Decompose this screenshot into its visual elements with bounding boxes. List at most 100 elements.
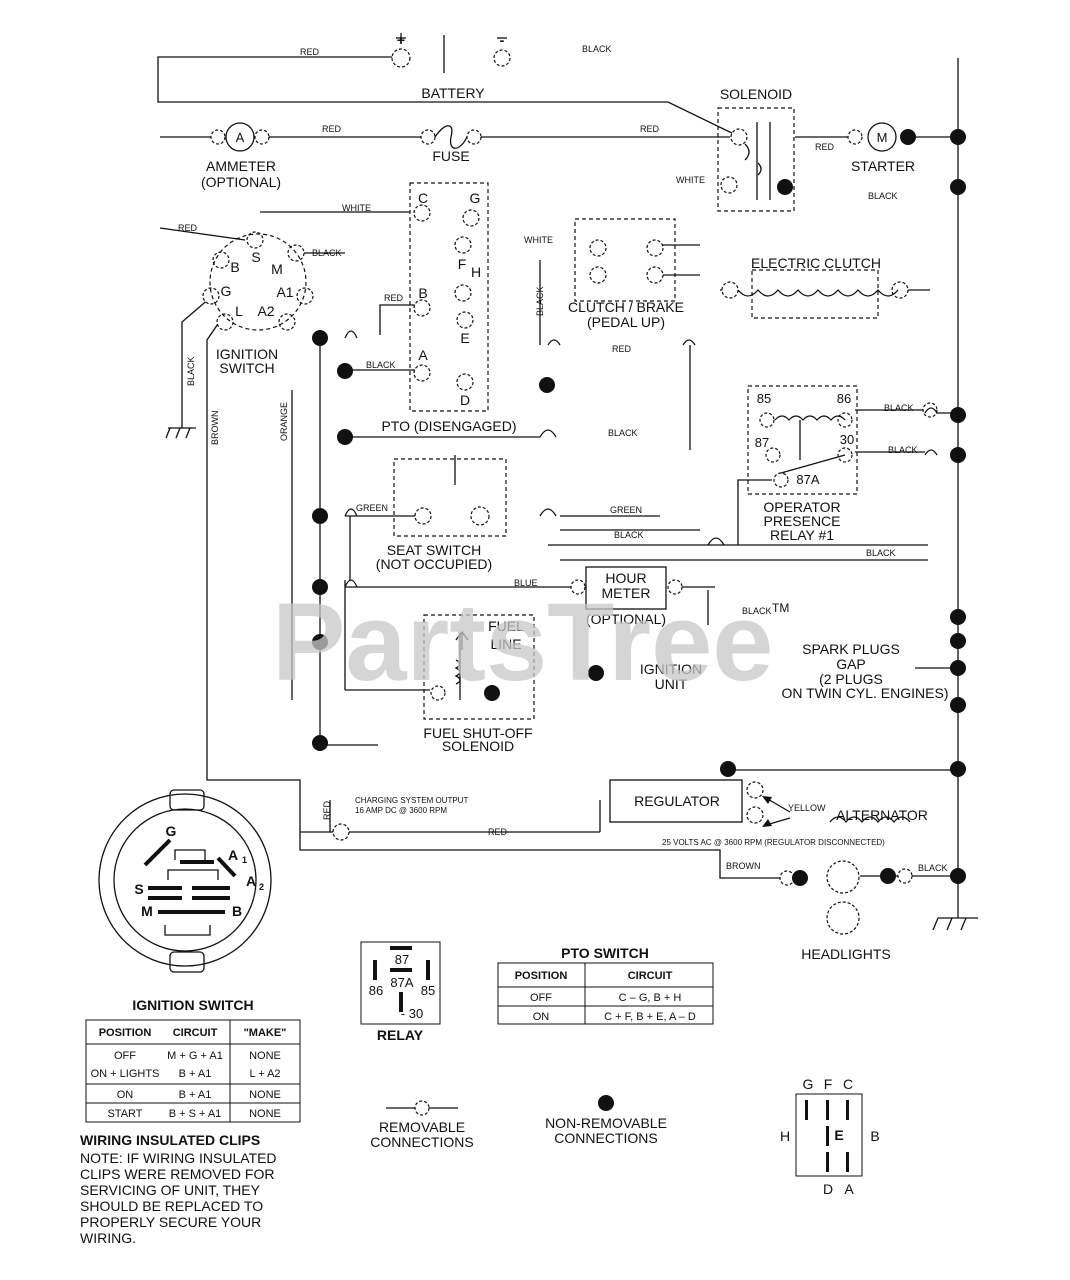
wiring-clips-note: WIRING INSULATED CLIPS NOTE: IF WIRING I…	[80, 1132, 277, 1246]
nonremovable-legend-2: CONNECTIONS	[554, 1130, 657, 1146]
svg-text:S: S	[251, 249, 260, 265]
relay-label-1: OPERATOR	[763, 499, 840, 515]
spark-plugs-label-4: ON TWIN CYL. ENGINES)	[782, 685, 949, 701]
ammeter-optional-label: (OPTIONAL)	[201, 174, 281, 190]
svg-text:SERVICING OF UNIT, THEY: SERVICING OF UNIT, THEY	[80, 1182, 261, 1198]
charging-output-label-1: CHARGING SYSTEM OUTPUT	[355, 796, 468, 805]
svg-text:BROWN: BROWN	[210, 411, 220, 446]
pto-table-title: PTO SWITCH	[561, 945, 649, 961]
svg-text:POSITION: POSITION	[515, 970, 568, 982]
svg-text:H: H	[471, 264, 481, 280]
svg-text:A: A	[228, 847, 238, 863]
svg-text:B: B	[230, 259, 239, 275]
regulator-label: REGULATOR	[634, 793, 720, 809]
svg-text:BLACK: BLACK	[868, 191, 898, 201]
hour-meter-box	[585, 566, 667, 610]
relay-legend: 87 86 87A 85 - 30 RELAY	[360, 941, 441, 1043]
headlight-upper	[826, 860, 860, 894]
terminal-labels: B S M G L A1 A2 C G F H B E A D 85 86 87…	[221, 190, 855, 487]
svg-text:BLACK: BLACK	[366, 360, 396, 370]
svg-text:BLACK: BLACK	[742, 606, 772, 616]
svg-text:B: B	[870, 1128, 879, 1144]
wire-brown	[206, 317, 800, 879]
svg-text:M: M	[141, 903, 153, 919]
svg-text:A: A	[246, 873, 256, 889]
battery-label: BATTERY	[421, 85, 485, 101]
svg-text:OFF: OFF	[114, 1050, 136, 1062]
svg-text:BLACK: BLACK	[312, 248, 342, 258]
svg-text:B + A1: B + A1	[179, 1089, 212, 1101]
ammeter-symbol	[225, 122, 255, 152]
svg-text:1: 1	[242, 855, 247, 865]
svg-text:G: G	[166, 823, 177, 839]
svg-text:G: G	[803, 1076, 814, 1092]
seat-switch-label-2: (NOT OCCUPIED)	[376, 556, 492, 572]
fuel-line-label-1: FUEL	[488, 618, 524, 634]
hour-meter-label-3: (OPTIONAL)	[586, 611, 666, 627]
svg-text:RED: RED	[178, 223, 198, 233]
fuel-solenoid-label-1: FUEL SHUT-OFF	[423, 725, 532, 741]
pto-pinout: G F C H E B D A	[780, 1076, 880, 1197]
svg-text:87: 87	[755, 435, 769, 450]
svg-text:A1: A1	[276, 284, 293, 300]
regulator-box	[609, 779, 743, 823]
fuse-symbol	[434, 125, 468, 149]
component-symbols: A M	[209, 33, 938, 827]
watermark-text: PartsTree	[272, 581, 773, 704]
svg-text:OFF: OFF	[530, 992, 552, 1004]
svg-text:BLACK: BLACK	[608, 428, 638, 438]
svg-text:C: C	[418, 190, 428, 206]
wire-color-labels: RED BLACK RED RED RED WHITE BLACK RED WH…	[178, 44, 948, 873]
svg-text:RED: RED	[640, 124, 660, 134]
svg-text:85: 85	[757, 391, 771, 406]
starter-label: STARTER	[851, 158, 915, 174]
ignition-switch-label-2: SWITCH	[219, 360, 274, 376]
svg-text:D: D	[460, 392, 470, 408]
alternator-ac-note: 25 VOLTS AC @ 3600 RPM (REGULATOR DISCON…	[662, 838, 885, 847]
svg-text:D: D	[823, 1181, 833, 1197]
svg-text:S: S	[134, 881, 143, 897]
svg-text:30: 30	[840, 432, 854, 447]
relay-legend-title: RELAY	[377, 1027, 424, 1043]
svg-text:- 30: - 30	[401, 1006, 423, 1021]
svg-text:RED: RED	[815, 142, 835, 152]
pto-switch-box	[409, 182, 489, 412]
relay-label-2: PRESENCE	[763, 513, 840, 529]
clutch-brake-box	[574, 218, 676, 302]
svg-text:ON + LIGHTS: ON + LIGHTS	[91, 1068, 160, 1080]
svg-text:CIRCUIT: CIRCUIT	[628, 970, 673, 982]
seat-switch-box	[393, 458, 507, 537]
wire-red-pto-b	[379, 304, 420, 335]
svg-text:RED: RED	[300, 47, 320, 57]
charging-output-label-2: 16 AMP DC @ 3600 RPM	[355, 806, 447, 815]
svg-text:2: 2	[259, 882, 264, 892]
svg-text:GREEN: GREEN	[610, 505, 642, 515]
starter-letter: M	[877, 130, 888, 145]
svg-text:NONE: NONE	[249, 1108, 281, 1120]
non-removable-connections	[312, 129, 966, 886]
watermark: PartsTree TM	[272, 581, 789, 704]
svg-text:A: A	[844, 1181, 854, 1197]
component-labels: BATTERY + - SOLENOID AMMETER (OPTIONAL) …	[201, 32, 949, 962]
svg-text:BLACK: BLACK	[866, 548, 896, 558]
svg-text:G: G	[470, 190, 481, 206]
solenoid-box	[717, 107, 795, 212]
fuel-solenoid-box	[423, 614, 535, 720]
wire-red-ign	[159, 227, 246, 241]
svg-text:RED: RED	[384, 293, 404, 303]
relay-label-3: RELAY #1	[770, 527, 834, 543]
removable-legend-1: REMOVABLE	[379, 1119, 465, 1135]
alternator-coil	[829, 816, 911, 824]
svg-text:B + A1: B + A1	[179, 1068, 212, 1080]
clips-note-title: WIRING INSULATED CLIPS	[80, 1132, 260, 1148]
electric-clutch-label: ELECTRIC CLUTCH	[751, 255, 881, 271]
svg-text:87A: 87A	[390, 975, 413, 990]
svg-text:F: F	[458, 256, 467, 272]
svg-text:A2: A2	[257, 303, 274, 319]
svg-text:BLACK: BLACK	[888, 445, 918, 455]
svg-text:87A: 87A	[796, 472, 819, 487]
electric-clutch-coil	[737, 288, 899, 297]
removable-connections	[202, 48, 938, 935]
svg-text:"MAKE": "MAKE"	[244, 1027, 287, 1039]
removable-legend-2: CONNECTIONS	[370, 1134, 473, 1150]
